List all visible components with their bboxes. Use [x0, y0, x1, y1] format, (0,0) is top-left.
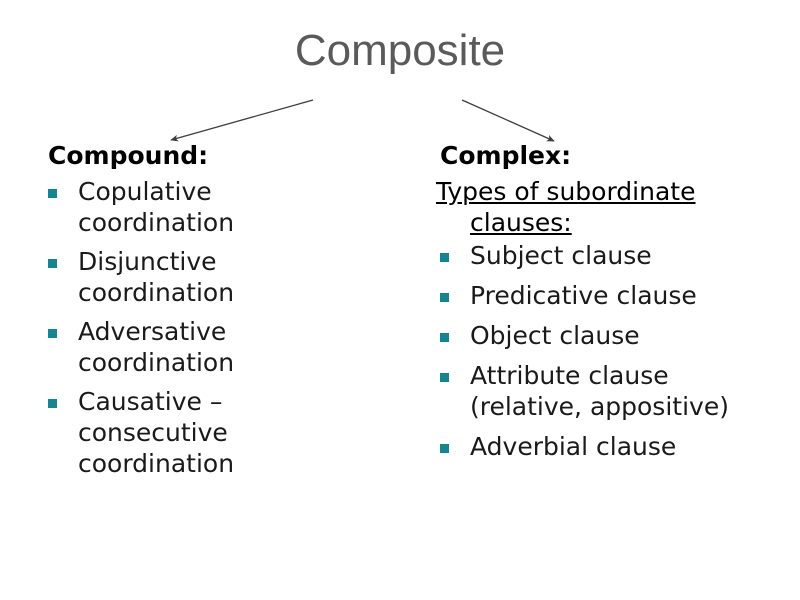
compound-bullet-list: Copulative coordination Disjunctive coor… — [44, 176, 344, 479]
list-item: Causative – consecutive coordination — [44, 386, 344, 479]
arrow-title-to-complex — [461, 99, 555, 142]
complex-subheading-label: Types of subordinate clauses: — [436, 177, 696, 237]
compound-heading: Compound: — [48, 141, 209, 170]
column-compound: Compound: Copulative coordination Disjun… — [44, 140, 344, 487]
list-item: Attribute clause (relative, appositive) — [436, 360, 776, 422]
square-bullet-icon — [440, 333, 449, 342]
arrow-title-to-compound — [170, 99, 314, 142]
list-item-label: Copulative coordination — [78, 177, 235, 237]
complex-bullet-list: Subject clause Predicative clause Object… — [436, 240, 776, 462]
list-item: Adverbial clause — [436, 431, 776, 462]
list-item: Object clause — [436, 320, 776, 351]
list-item: Adversative coordination — [44, 316, 344, 378]
square-bullet-icon — [48, 399, 57, 408]
complex-heading: Complex: — [440, 141, 572, 170]
list-item-label: Predicative clause — [470, 281, 697, 310]
column-complex: Complex: Types of subordinate clauses: S… — [436, 140, 776, 471]
list-item-label: Causative – consecutive coordination — [78, 387, 235, 478]
list-item-label: Adverbial clause — [470, 432, 677, 461]
square-bullet-icon — [48, 329, 57, 338]
square-bullet-icon — [48, 259, 57, 268]
complex-subheading: Types of subordinate clauses: — [436, 176, 776, 238]
list-item: Disjunctive coordination — [44, 246, 344, 308]
square-bullet-icon — [440, 444, 449, 453]
square-bullet-icon — [440, 293, 449, 302]
list-item-label: Adversative coordination — [78, 317, 235, 377]
list-item-label: Object clause — [470, 321, 640, 350]
list-item: Predicative clause — [436, 280, 776, 311]
list-item-label: Disjunctive coordination — [78, 247, 235, 307]
list-item: Copulative coordination — [44, 176, 344, 238]
page-title: Composite — [294, 26, 506, 75]
square-bullet-icon — [440, 373, 449, 382]
list-item-label: Attribute clause (relative, appositive) — [470, 361, 729, 421]
list-item: Subject clause — [436, 240, 776, 271]
square-bullet-icon — [48, 189, 57, 198]
square-bullet-icon — [440, 253, 449, 262]
list-item-label: Subject clause — [470, 241, 652, 270]
